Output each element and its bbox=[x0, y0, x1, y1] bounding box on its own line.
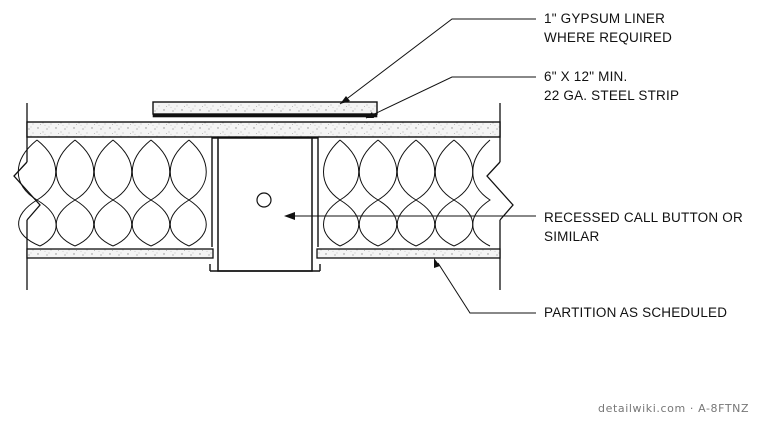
leader-arrowheads bbox=[284, 96, 440, 268]
box-flanges bbox=[209, 264, 321, 272]
gypsum-liner bbox=[152, 101, 378, 115]
call-button-note: RECESSED CALL BUTTON OR SIMILAR bbox=[544, 208, 743, 246]
steel-studs bbox=[211, 137, 319, 247]
break-line-right bbox=[486, 161, 514, 221]
steel-strip-note-line2: 22 GA. STEEL STRIP bbox=[544, 88, 680, 103]
call-button-note-line1: RECESSED CALL BUTTON OR bbox=[544, 210, 743, 225]
call-button-note-line2: SIMILAR bbox=[544, 229, 600, 244]
gypsum-liner-note-line1: 1" GYPSUM LINER bbox=[544, 11, 666, 26]
steel-strip bbox=[152, 113, 378, 118]
steel-strip-note-line1: 6" X 12" MIN. bbox=[544, 69, 628, 84]
bottom-gypsum-board-left bbox=[26, 248, 214, 259]
partition-note: PARTITION AS SCHEDULED bbox=[544, 303, 727, 322]
steel-strip-note: 6" X 12" MIN. 22 GA. STEEL STRIP bbox=[544, 67, 679, 105]
leader-lines bbox=[290, 18, 536, 314]
insulation-right bbox=[323, 139, 491, 247]
insulation-left bbox=[17, 139, 207, 247]
gypsum-liner-note: 1" GYPSUM LINER WHERE REQUIRED bbox=[544, 9, 672, 47]
watermark: detailwiki.com · A-8FTNZ bbox=[598, 402, 750, 415]
call-button-icon bbox=[256, 192, 272, 208]
bottom-gypsum-board-right bbox=[316, 248, 501, 259]
partition-note-line1: PARTITION AS SCHEDULED bbox=[544, 305, 728, 320]
break-line-left bbox=[13, 161, 41, 221]
gypsum-liner-note-line2: WHERE REQUIRED bbox=[544, 30, 673, 45]
top-gypsum-board bbox=[26, 121, 501, 138]
